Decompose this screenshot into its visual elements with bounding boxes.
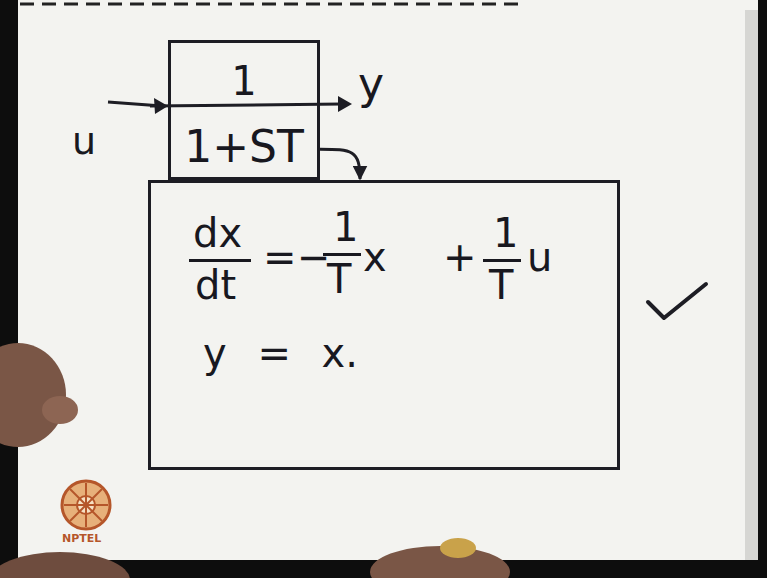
- equation-text: u: [527, 237, 552, 277]
- nptel-logo: [62, 481, 110, 529]
- curved-arrow: [320, 149, 360, 179]
- dashed-edge: [20, 3, 520, 6]
- equation-text: T: [489, 265, 513, 305]
- equation-text: 1: [493, 213, 518, 253]
- ring: [440, 538, 476, 558]
- paper-edge: [745, 10, 758, 560]
- equation-text: dx: [193, 213, 242, 253]
- output-arrow: [150, 104, 342, 106]
- equation-text: 1+ST: [184, 125, 304, 169]
- state-equation-box: dxdt=−1Tx+1Tuy = x.: [148, 180, 620, 470]
- fraction-bar: [323, 253, 361, 256]
- equation-text: x: [363, 237, 387, 277]
- hand: [0, 343, 66, 447]
- arrowhead: [338, 96, 352, 112]
- hand: [0, 552, 130, 578]
- equation-text: 1: [333, 207, 358, 247]
- equation-text: =: [263, 237, 297, 277]
- signal-name: y: [358, 62, 384, 106]
- hand: [370, 546, 510, 578]
- equation-text: dt: [195, 265, 236, 305]
- transfer-function-box: 1 1+ST: [168, 40, 320, 180]
- equation-text: 1: [231, 61, 256, 101]
- logo-text: NPTEL: [62, 533, 101, 544]
- equation-text: −: [297, 237, 331, 277]
- check-mark: [648, 284, 706, 318]
- paper-sheet: [18, 0, 758, 560]
- fraction-bar: [189, 259, 251, 262]
- fraction-bar: [483, 259, 521, 262]
- equation-text: +: [443, 237, 477, 277]
- equation-text: y = x.: [203, 333, 358, 373]
- finger: [42, 396, 78, 424]
- equation-text: T: [327, 259, 351, 299]
- signal-name: u: [72, 122, 96, 160]
